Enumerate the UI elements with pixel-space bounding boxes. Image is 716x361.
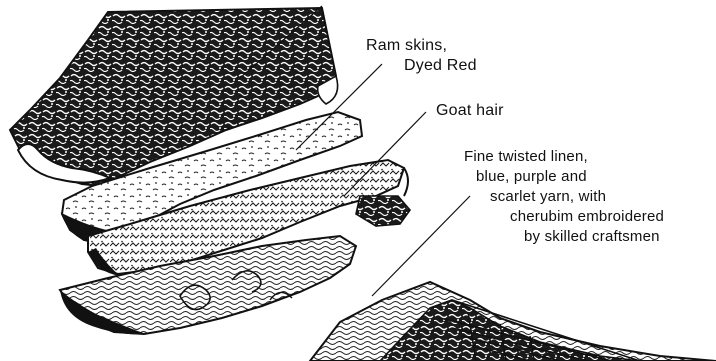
label-linen: Fine twisted linen, blue, purple and sca… — [464, 147, 664, 247]
label-linen-line3: scarlet yarn, with — [490, 187, 664, 207]
label-ram-skins: Ram skins, Dyed Red — [366, 36, 477, 76]
label-goat-hair: Goat hair — [436, 101, 504, 121]
label-linen-line2: blue, purple and — [476, 167, 664, 187]
label-ram-skins-line2: Dyed Red — [404, 56, 477, 76]
label-ram-skins-line1: Ram skins, — [366, 36, 477, 56]
tabernacle-structure — [310, 282, 716, 361]
label-goat-hair-line1: Goat hair — [436, 101, 504, 121]
label-linen-line5: by skilled craftsmen — [524, 227, 664, 247]
label-linen-line1: Fine twisted linen, — [464, 147, 664, 167]
label-linen-line4: cherubim embroidered — [510, 207, 664, 227]
